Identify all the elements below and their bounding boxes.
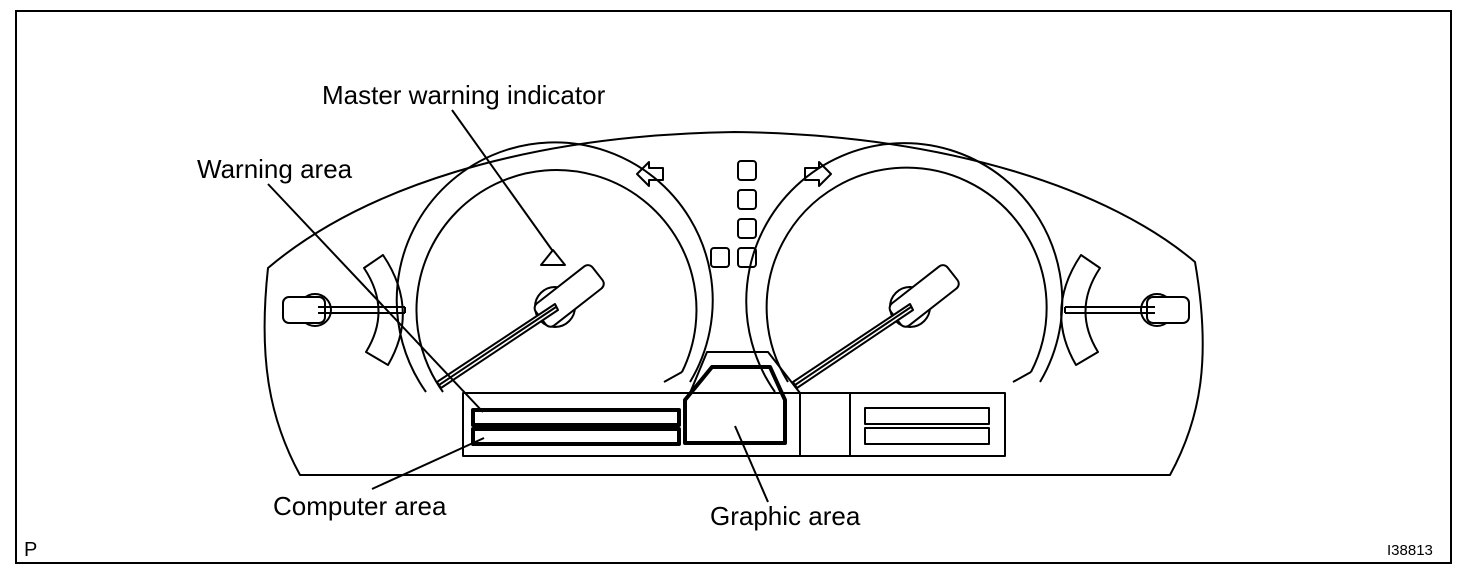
graphic-area-leader [734,425,769,503]
right-gauge-ring [765,166,1048,383]
graphic-area-housing [689,351,801,394]
graphic-area-label: Graphic area [710,501,861,531]
right-small-gauge [1060,254,1101,366]
left-gauge-ring [415,169,698,393]
computer-area-label: Computer area [273,491,447,521]
computer-area-leader [371,437,485,490]
footer-left-code: P [24,539,38,561]
master-warning-icon [540,249,566,266]
master-warning-label: Master warning indicator [322,80,606,110]
indicator-lamps [710,160,757,268]
cluster-housing [263,131,1204,476]
left-turn-arrow-icon [636,161,664,187]
right-turn-arrow-icon [804,161,832,187]
lower-display-panel [462,392,1006,457]
computer-area-box [471,427,681,446]
warning-area-leader [267,183,484,413]
right-display-box-1 [864,407,990,425]
warning-area-box [471,408,681,427]
graphic-area-box [683,365,787,445]
master-warning-leader [451,109,553,251]
right-display-box-2 [864,427,990,445]
figure-frame [15,10,1452,564]
warning-area-label: Warning area [197,154,353,184]
figure-id: I38813 [1387,542,1433,559]
